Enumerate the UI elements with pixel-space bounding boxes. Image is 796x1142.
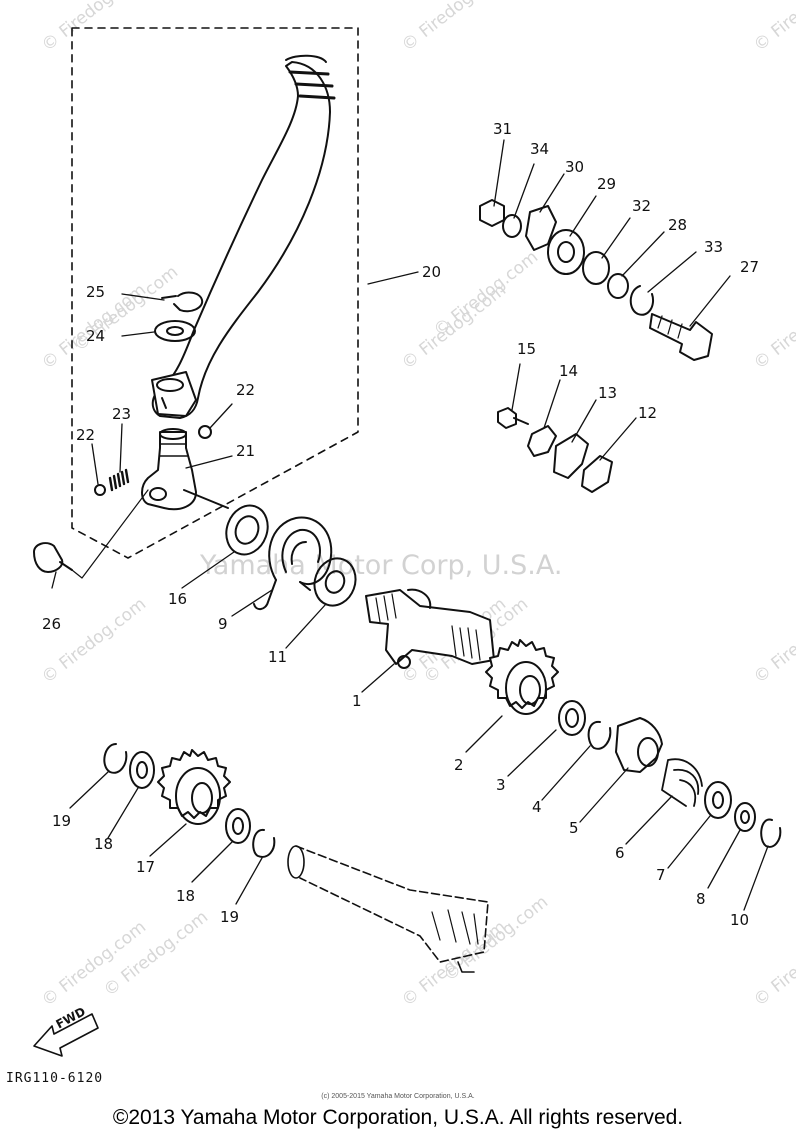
torsion-spring-part: [253, 516, 333, 610]
part-label: 30: [565, 158, 585, 176]
part-label: 17: [136, 858, 156, 876]
part-label: 29: [597, 175, 617, 193]
diagram-code: IRG110-6120: [6, 1071, 104, 1086]
part-label: 22: [76, 426, 96, 444]
part-label: 32: [632, 197, 652, 215]
bolt-part: [497, 407, 529, 429]
part-label: 15: [517, 340, 537, 358]
ratchet-spring-part: [661, 758, 703, 807]
leader-lines: [51, 139, 769, 911]
circlip-part: [760, 818, 782, 848]
kick-lever-part: [151, 54, 336, 419]
washer-part: [734, 802, 756, 832]
part-label: 27: [740, 258, 760, 276]
kick-boss-part: [141, 428, 229, 511]
part-label: 3: [496, 776, 506, 794]
shaft-outline: [287, 845, 489, 973]
watermark-center: Yamaha Motor Corp, U.S.A.: [200, 550, 563, 581]
part-label: 2: [454, 756, 464, 774]
part-label: 14: [559, 362, 579, 380]
part-label: 6: [615, 844, 625, 862]
plate-part: [525, 205, 557, 251]
part-label: 16: [168, 590, 188, 608]
part-label: 28: [668, 216, 688, 234]
ball-part: [94, 484, 106, 496]
part-label: 8: [696, 890, 706, 908]
stopper-bolt-part: [649, 313, 713, 361]
part-label: 5: [569, 819, 579, 837]
part-label: 10: [730, 911, 750, 929]
part-label: 18: [94, 835, 114, 853]
part-label: 7: [656, 866, 666, 884]
kick-axle-part: [365, 588, 495, 669]
circlip-part: [103, 743, 128, 774]
idler-gear-part: [157, 749, 231, 825]
part-label: 24: [86, 327, 106, 345]
washer-part: [558, 700, 586, 736]
fwd-arrow-icon: [33, 1013, 99, 1057]
circlip-part: [161, 291, 204, 313]
oil-seal-part: [225, 504, 269, 556]
washer-part: [225, 808, 251, 844]
part-label: 23: [112, 405, 132, 423]
bearing-part: [547, 229, 585, 275]
bolt-part: [33, 489, 149, 579]
part-label: 19: [52, 812, 72, 830]
washer-part: [502, 214, 522, 238]
part-label: 11: [268, 648, 288, 666]
kick-gear-part: [485, 639, 559, 715]
part-label: 21: [236, 442, 256, 460]
nut-part: [479, 199, 505, 227]
plate-part: [581, 455, 613, 493]
ball-part: [198, 425, 212, 439]
part-label: 1: [352, 692, 362, 710]
circlip-part: [587, 720, 612, 750]
plate-part: [527, 425, 557, 457]
small-copyright: (c) 2005-2015 Yamaha Motor Corporation, …: [321, 1093, 475, 1100]
assembly-boundary: [71, 27, 359, 559]
part-label: 12: [638, 404, 658, 422]
part-label: 31: [493, 120, 513, 138]
washer-part: [154, 320, 196, 342]
washer-part: [582, 251, 610, 285]
circlip-part: [252, 828, 276, 858]
part-label: 22: [236, 381, 256, 399]
washer-part: [704, 781, 732, 819]
part-label: 20: [422, 263, 442, 281]
part-label: 13: [598, 384, 618, 402]
washer-part: [129, 751, 155, 789]
washer-part: [607, 273, 629, 299]
collar-part: [313, 557, 357, 607]
detent-spring-part: [108, 468, 130, 492]
part-label: 33: [704, 238, 724, 256]
part-label: 34: [530, 140, 550, 158]
part-label: 9: [218, 615, 228, 633]
part-label: 19: [220, 908, 240, 926]
copyright-notice: ©2013 Yamaha Motor Corporation, U.S.A. A…: [112, 1106, 684, 1129]
part-label: 26: [42, 615, 62, 633]
circlip-part: [629, 285, 654, 316]
part-label: 18: [176, 887, 196, 905]
ratchet-part: [615, 717, 663, 773]
part-label: 4: [532, 798, 542, 816]
part-label: 25: [86, 283, 106, 301]
